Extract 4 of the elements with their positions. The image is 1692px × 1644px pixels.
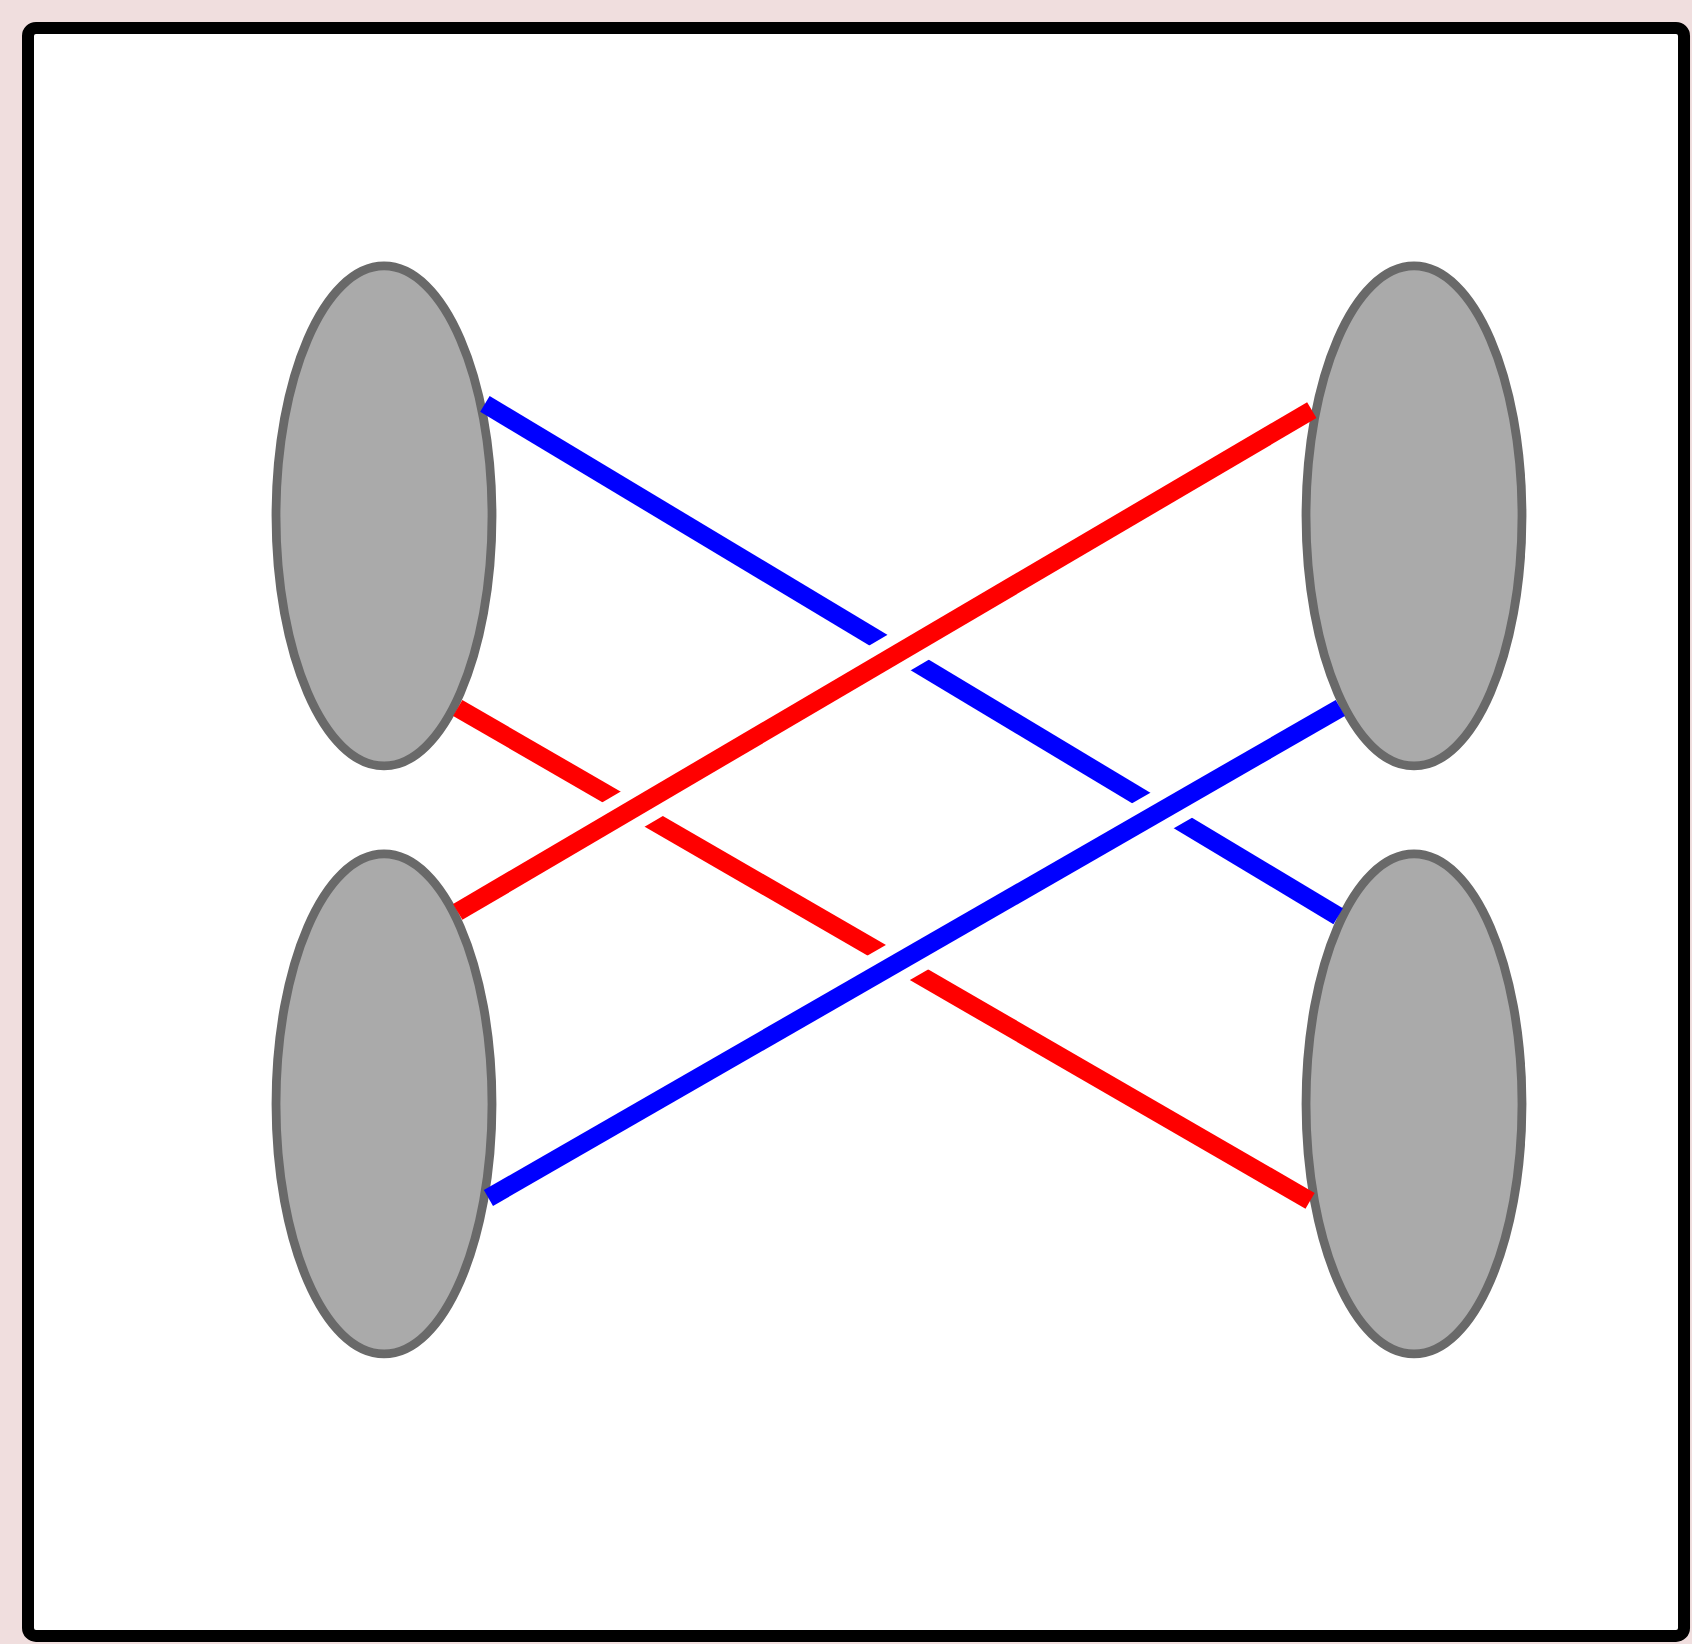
- ellipse-node: [271, 849, 497, 1359]
- ellipse-node: [1301, 849, 1527, 1359]
- ellipse-node: [1301, 261, 1527, 771]
- ellipse-node: [271, 261, 497, 771]
